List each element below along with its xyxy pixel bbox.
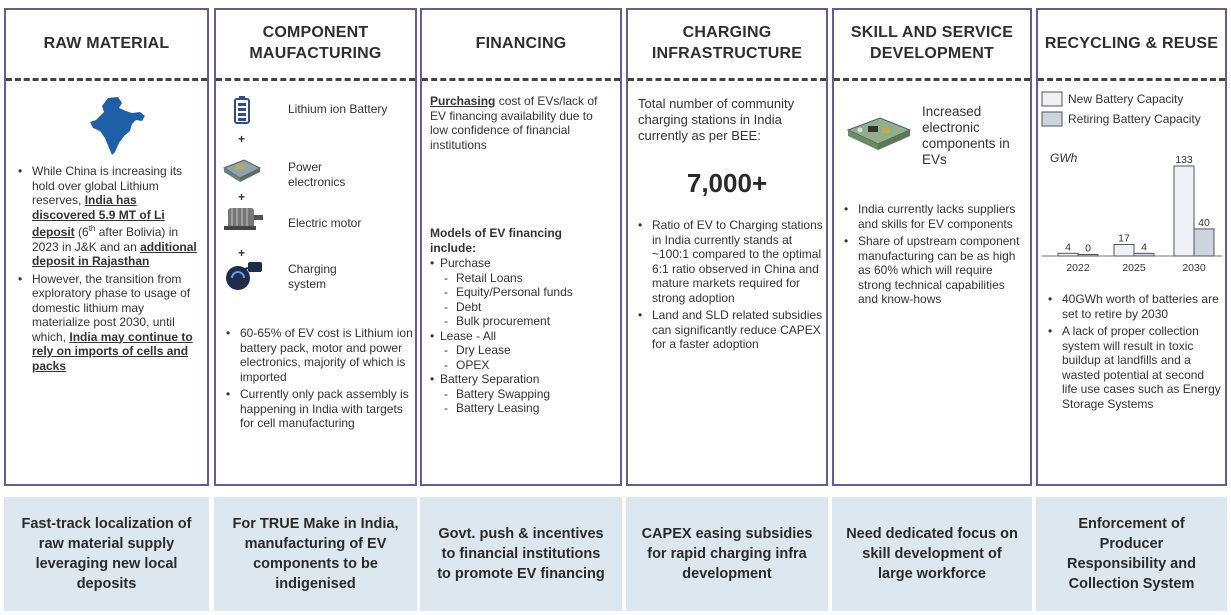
- dashed-divider: [834, 78, 1030, 81]
- financing-models-list: Purchase Retail Loans Equity/Personal fu…: [422, 256, 620, 416]
- recycling-bullet: 40GWh worth of batteries are set to reti…: [1042, 292, 1222, 321]
- skill-icon-caption: Increased electronic components in EVs: [922, 104, 1010, 167]
- data-label: 0: [1085, 243, 1091, 255]
- financing-models-heading: Models of EV financing include:: [430, 226, 563, 255]
- component-bullet: 60-65% of EV cost is Lithium ion battery…: [220, 326, 414, 384]
- financing-model-item: Bulk procurement: [422, 314, 620, 329]
- column-raw-material: RAW MATERIAL While China is increasing i…: [4, 8, 209, 486]
- financing-model-item: Equity/Personal funds: [422, 285, 620, 300]
- component-label: Electric motor: [288, 216, 362, 230]
- column-skill-service: SKILL AND SERVICE DEVELOPMENT Increased …: [832, 8, 1032, 486]
- takeaway-box: Fast-track localization of raw material …: [4, 497, 209, 611]
- takeaway-box: For TRUE Make in India, manufacturing of…: [214, 497, 417, 611]
- legend-swatch: [1041, 91, 1063, 107]
- dashed-divider: [422, 78, 620, 81]
- legend-label: Retiring Battery Capacity: [1068, 112, 1201, 126]
- dashed-divider: [1038, 78, 1225, 81]
- data-label: 4: [1065, 241, 1071, 253]
- charging-intro: Total number of community charging stati…: [638, 96, 795, 143]
- financing-model-item: OPEX: [422, 358, 620, 373]
- skill-bullet: India currently lacks suppliers and skil…: [838, 202, 1028, 231]
- dashed-divider: [628, 78, 826, 81]
- y-axis-label: GWh: [1050, 151, 1078, 165]
- data-label: 133: [1175, 154, 1193, 166]
- dashed-divider: [6, 78, 207, 81]
- takeaway-box: CAPEX easing subsidies for rapid chargin…: [626, 497, 828, 611]
- financing-model: Battery Separation Battery Swapping Batt…: [422, 372, 620, 416]
- column-financing: FINANCING Purchasing cost of EVs/lack of…: [420, 8, 622, 486]
- column-title: CHARGING INFRASTRUCTURE: [651, 24, 803, 62]
- plus-sign: +: [238, 246, 246, 260]
- raw-material-bullet: However, the transition from exploratory…: [12, 272, 202, 374]
- financing-intro: Purchasing cost of EVs/lack of EV financ…: [430, 94, 598, 152]
- data-label: 4: [1141, 241, 1147, 253]
- column-title: COMPONENT MAUFACTURING: [249, 24, 382, 62]
- bar-retiring: [1077, 254, 1099, 257]
- charging-station-count: 7,000+: [686, 168, 768, 198]
- battery-icon: [234, 96, 250, 124]
- bar-new: [1057, 252, 1079, 257]
- takeaway-box: Enforcement of Producer Responsibility a…: [1036, 497, 1227, 611]
- raw-material-bullet: While China is increasing its hold over …: [12, 164, 202, 269]
- takeaway-box: Need dedicated focus on skill developmen…: [832, 497, 1032, 611]
- financing-model-item: Debt: [422, 300, 620, 315]
- x-tick-label: 2022: [1066, 262, 1090, 274]
- column-title: SKILL AND SERVICE DEVELOPMENT: [850, 24, 1014, 62]
- plus-sign: +: [238, 132, 246, 146]
- electric-motor-icon: [224, 208, 263, 230]
- financing-model-item: Battery Leasing: [422, 401, 620, 416]
- data-label: 40: [1198, 217, 1210, 229]
- charging-bullet: Land and SLD related subsidies can signi…: [632, 308, 824, 352]
- column-title: RECYCLING & REUSE: [1044, 34, 1219, 52]
- bar-retiring: [1193, 228, 1215, 257]
- column-component-manufacturing: COMPONENT MAUFACTURING Lithium ion Batte…: [214, 8, 417, 486]
- column-charging-infrastructure: CHARGING INFRASTRUCTURE Total number of …: [626, 8, 828, 486]
- component-bullet: Currently only pack assembly is happenin…: [220, 387, 414, 431]
- charging-bullet: Ratio of EV to Charging stations in Indi…: [632, 218, 824, 305]
- legend-label: New Battery Capacity: [1068, 92, 1183, 106]
- skill-bullet: Share of upstream component manufacturin…: [838, 234, 1028, 307]
- component-label: Charging system: [288, 262, 337, 291]
- financing-model: Purchase Retail Loans Equity/Personal fu…: [422, 256, 620, 329]
- x-tick-label: 2030: [1182, 262, 1206, 274]
- financing-model: Lease - All Dry Lease OPEX: [422, 329, 620, 373]
- circuit-board-icon: [846, 117, 912, 150]
- financing-model-item: Retail Loans: [422, 271, 620, 286]
- x-tick-label: 2025: [1122, 262, 1146, 274]
- bar-retiring: [1133, 252, 1155, 257]
- plus-sign: +: [238, 190, 246, 204]
- component-label: Lithium ion Battery: [288, 102, 388, 116]
- column-title: FINANCING: [475, 34, 567, 52]
- bar-new: [1113, 243, 1135, 257]
- financing-model-item: Battery Swapping: [422, 387, 620, 402]
- dashed-divider: [216, 78, 415, 81]
- column-title: RAW MATERIAL: [43, 34, 170, 52]
- charging-system-icon: [226, 262, 262, 290]
- legend-swatch: [1041, 111, 1063, 127]
- component-label: Power electronics: [288, 160, 346, 189]
- india-map-icon: [90, 97, 145, 155]
- bar-new: [1173, 165, 1195, 257]
- data-label: 17: [1118, 232, 1130, 244]
- power-electronics-icon: [222, 159, 262, 182]
- financing-model-item: Dry Lease: [422, 343, 620, 358]
- takeaway-box: Govt. push & incentives to financial ins…: [420, 497, 622, 611]
- recycling-bullet: A lack of proper collection system will …: [1042, 324, 1222, 411]
